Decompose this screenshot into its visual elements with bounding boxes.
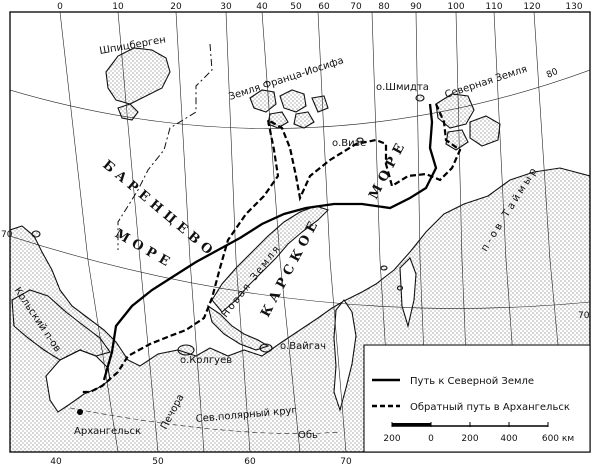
top-tick-130: 130 bbox=[565, 2, 582, 12]
label-ob: Обь bbox=[298, 430, 318, 441]
top-tick-100: 100 bbox=[447, 2, 464, 12]
vaygach-island bbox=[259, 343, 273, 353]
top-tick-50: 50 bbox=[290, 2, 302, 12]
territory-border bbox=[117, 43, 213, 250]
right-tick-80: 80 bbox=[545, 67, 560, 81]
top-tick-0: 0 bbox=[57, 2, 63, 12]
scale-400: 400 bbox=[500, 434, 517, 444]
islet-2 bbox=[396, 285, 404, 291]
legend-route-to: Путь к Северной Земле bbox=[410, 376, 534, 387]
top-tick-30: 30 bbox=[220, 2, 232, 12]
fjl-island-1 bbox=[249, 89, 277, 113]
bottom-tick-70: 70 bbox=[340, 457, 352, 467]
top-tick-110: 110 bbox=[485, 2, 502, 12]
top-tick-80: 80 bbox=[378, 2, 390, 12]
islet-3 bbox=[31, 230, 41, 238]
legend: Путь к Северной Земле Обратный путь в Ар… bbox=[363, 344, 591, 453]
severnaya-zemlya-2 bbox=[469, 115, 501, 147]
fjl-island-4 bbox=[293, 111, 315, 129]
novaya-zemlya-north bbox=[211, 205, 330, 313]
top-tick-70: 70 bbox=[350, 2, 362, 12]
scale-600: 600 км bbox=[542, 434, 574, 444]
vize-island bbox=[356, 137, 364, 143]
top-scale: 0 10 20 30 40 50 60 70 80 90 100 110 120… bbox=[57, 2, 583, 12]
scale-0: 0 bbox=[428, 434, 434, 444]
arkhangelsk-marker bbox=[77, 409, 83, 415]
top-tick-90: 90 bbox=[410, 2, 422, 12]
top-tick-40: 40 bbox=[256, 2, 268, 12]
islet-1 bbox=[380, 265, 388, 271]
kola-peninsula bbox=[11, 289, 111, 361]
label-vize: о.Визе bbox=[332, 138, 366, 149]
label-schmidt: о.Шмидта bbox=[376, 82, 429, 93]
top-tick-10: 10 bbox=[112, 2, 124, 12]
fjl-island-5 bbox=[311, 95, 329, 113]
top-tick-120: 120 bbox=[523, 2, 540, 12]
kolguev-island bbox=[177, 344, 195, 356]
severnaya-zemlya-1 bbox=[435, 93, 475, 129]
top-tick-60: 60 bbox=[318, 2, 330, 12]
bottom-tick-50: 50 bbox=[152, 457, 164, 467]
yenisei-gulf bbox=[399, 257, 417, 329]
route-back-to-arkhangelsk bbox=[80, 103, 462, 394]
spitsbergen bbox=[105, 47, 171, 105]
label-arkhangelsk: Архангельск bbox=[74, 426, 141, 437]
route-to-severnaya-zemlya bbox=[102, 103, 438, 381]
bottom-tick-60: 60 bbox=[244, 457, 256, 467]
bottom-tick-40: 40 bbox=[50, 457, 62, 467]
right-tick-70: 70 bbox=[578, 311, 590, 321]
scale-200-left: 200 bbox=[383, 434, 400, 444]
ob-gulf bbox=[333, 299, 357, 412]
legend-route-back: Обратный путь в Архангельск bbox=[410, 402, 570, 413]
bottom-scale: 40 50 60 70 bbox=[50, 457, 352, 467]
top-tick-20: 20 bbox=[170, 2, 182, 12]
label-vaygach: о.Вайгач bbox=[280, 341, 326, 352]
scale-200: 200 bbox=[461, 434, 478, 444]
fjl-island-2 bbox=[279, 89, 307, 113]
schmidt-island bbox=[415, 94, 425, 102]
left-tick-70: 70 bbox=[1, 230, 13, 240]
label-kolguev: о.Колгуев bbox=[180, 355, 232, 366]
